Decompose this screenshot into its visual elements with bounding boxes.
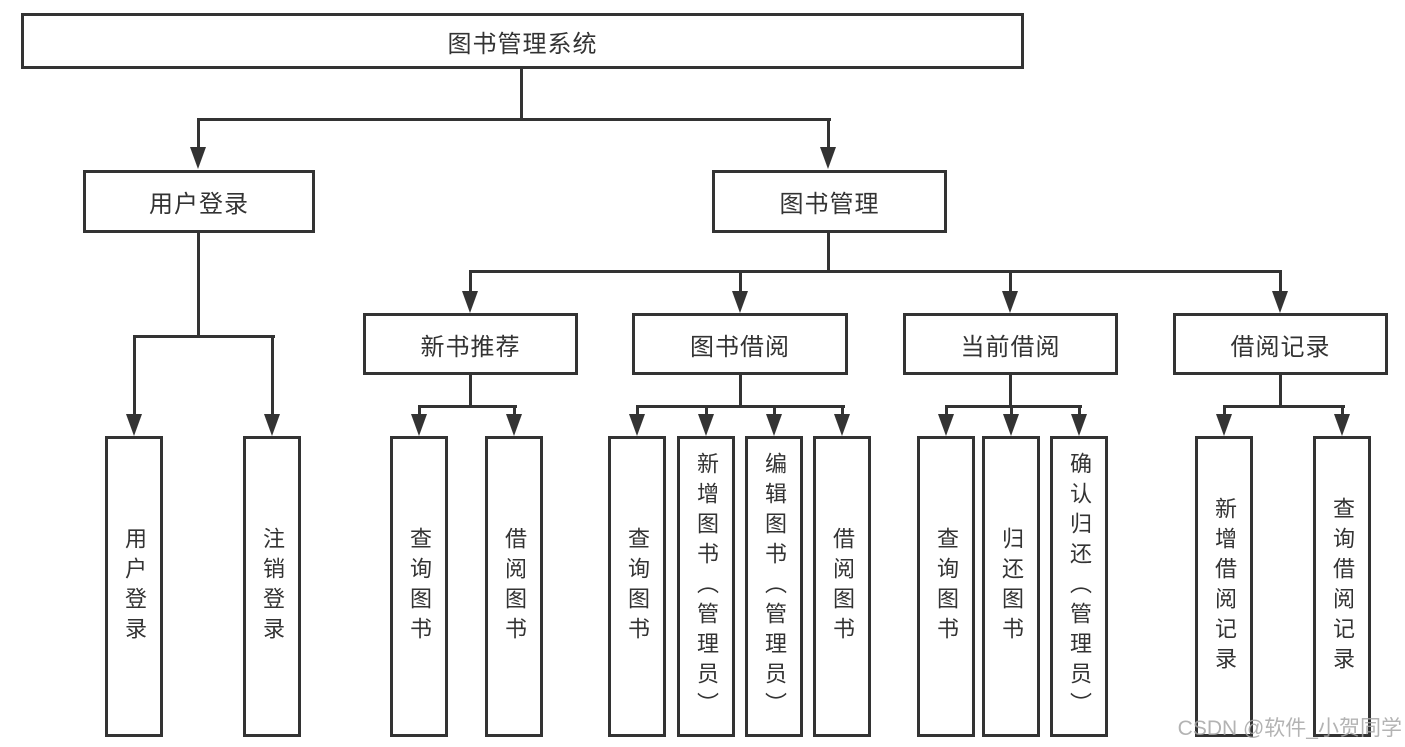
- arrowhead-down-icon: [834, 414, 850, 436]
- connector-line: [197, 121, 200, 147]
- connector-line: [705, 408, 708, 414]
- arrowhead-down-icon: [629, 414, 645, 436]
- csdn-watermark: CSDN @软件_小贺同学: [1177, 717, 1402, 740]
- connector-line: [945, 408, 948, 414]
- arrowhead-down-icon: [698, 414, 714, 436]
- arrowhead-down-icon: [1071, 414, 1087, 436]
- connector-line: [520, 69, 523, 118]
- leaf-label: 新增图书（管理员）: [694, 451, 719, 722]
- leaf-label: 借阅图书: [830, 526, 855, 647]
- arrowhead-down-icon: [506, 414, 522, 436]
- connector-line: [271, 338, 274, 414]
- node-user-login: 用户登录: [83, 170, 315, 233]
- connector-line: [1009, 375, 1012, 405]
- leaf-label: 注销登录: [260, 526, 285, 647]
- leaf-label: 新增借阅记录: [1212, 496, 1237, 677]
- leaf-borrowing-add-books-admin: 新增图书（管理员）: [677, 436, 735, 737]
- node-current-borrowing: 当前借阅: [903, 313, 1118, 375]
- connector-line: [1279, 273, 1282, 291]
- connector-line: [739, 273, 742, 291]
- leaf-label: 归还图书: [999, 526, 1024, 647]
- leaf-label: 查询图书: [625, 526, 650, 647]
- connector-line: [1341, 408, 1344, 414]
- leaf-current-query-books: 查询图书: [917, 436, 975, 737]
- node-label: 图书管理: [779, 191, 880, 218]
- leaf-borrowing-edit-books-admin: 编辑图书（管理员）: [745, 436, 803, 737]
- leaf-logout: 注销登录: [243, 436, 301, 737]
- connector-line: [1279, 375, 1282, 405]
- connector-line: [945, 405, 1082, 408]
- node-label: 用户登录: [149, 191, 249, 218]
- connector-line: [1078, 408, 1081, 414]
- leaf-current-confirm-return-admin: 确认归还（管理员）: [1050, 436, 1108, 737]
- leaf-label: 编辑图书（管理员）: [762, 451, 787, 722]
- connector-line: [1223, 405, 1345, 408]
- leaf-borrowing-query-books: 查询图书: [608, 436, 666, 737]
- leaf-newbooks-borrow-books: 借阅图书: [485, 436, 543, 737]
- connector-line: [469, 375, 472, 405]
- arrowhead-down-icon: [411, 414, 427, 436]
- node-book-borrowing: 图书借阅: [632, 313, 848, 375]
- connector-line: [739, 375, 742, 405]
- connector-line: [773, 408, 776, 414]
- leaf-newbooks-query-books: 查询图书: [390, 436, 448, 737]
- connector-line: [1223, 408, 1226, 414]
- leaf-borrowing-borrow-books: 借阅图书: [813, 436, 871, 737]
- node-label: 借阅记录: [1230, 333, 1331, 361]
- leaf-current-return-books: 归还图书: [982, 436, 1040, 737]
- arrowhead-down-icon: [732, 291, 748, 313]
- arrowhead-down-icon: [1003, 414, 1019, 436]
- node-borrowing-records: 借阅记录: [1173, 313, 1388, 375]
- leaf-user-login: 用户登录: [105, 436, 163, 737]
- node-label: 新书推荐: [420, 333, 521, 361]
- node-book-management: 图书管理: [712, 170, 947, 233]
- arrowhead-down-icon: [1272, 291, 1288, 313]
- connector-line: [197, 233, 200, 335]
- arrowhead-down-icon: [462, 291, 478, 313]
- connector-line: [469, 270, 1282, 273]
- connector-line: [841, 408, 844, 414]
- arrowhead-down-icon: [766, 414, 782, 436]
- connector-line: [513, 408, 516, 414]
- node-label: 图书借阅: [690, 333, 790, 361]
- connector-line: [827, 121, 830, 147]
- leaf-label: 查询图书: [407, 526, 432, 647]
- leaf-records-query-record: 查询借阅记录: [1313, 436, 1371, 737]
- leaf-label: 确认归还（管理员）: [1067, 451, 1092, 722]
- leaf-label: 查询图书: [934, 526, 959, 647]
- connector-line: [827, 233, 830, 270]
- arrowhead-down-icon: [1002, 291, 1018, 313]
- connector-line: [418, 405, 517, 408]
- leaf-label: 用户登录: [122, 526, 147, 647]
- node-new-book-recommend: 新书推荐: [363, 313, 578, 375]
- connector-line: [133, 335, 275, 338]
- leaf-records-add-record: 新增借阅记录: [1195, 436, 1253, 737]
- arrowhead-down-icon: [126, 414, 142, 436]
- arrowhead-down-icon: [264, 414, 280, 436]
- leaf-label: 查询借阅记录: [1330, 496, 1355, 677]
- connector-line: [469, 273, 472, 291]
- arrowhead-down-icon: [820, 147, 836, 169]
- connector-line: [418, 408, 421, 414]
- leaf-label: 借阅图书: [502, 526, 527, 647]
- arrowhead-down-icon: [1334, 414, 1350, 436]
- connector-line: [1010, 408, 1013, 414]
- connector-line: [636, 408, 639, 414]
- arrowhead-down-icon: [190, 147, 206, 169]
- connector-line: [197, 118, 831, 121]
- node-root-library-management-system: 图书管理系统: [21, 13, 1024, 69]
- node-label: 当前借阅: [960, 333, 1061, 361]
- arrowhead-down-icon: [1216, 414, 1232, 436]
- connector-line: [636, 405, 845, 408]
- arrowhead-down-icon: [938, 414, 954, 436]
- connector-line: [1009, 273, 1012, 291]
- connector-line: [133, 338, 136, 414]
- node-label: 图书管理系统: [447, 30, 598, 58]
